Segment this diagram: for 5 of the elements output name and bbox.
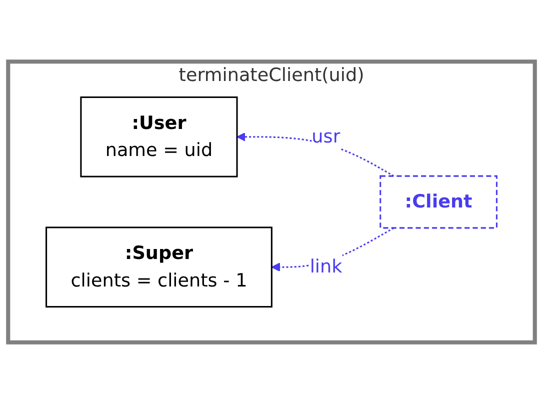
node-box — [46, 226, 272, 308]
edge-label: usr — [312, 126, 340, 148]
node-box — [80, 96, 238, 178]
node-box — [380, 175, 498, 229]
edge-label: link — [310, 256, 342, 278]
